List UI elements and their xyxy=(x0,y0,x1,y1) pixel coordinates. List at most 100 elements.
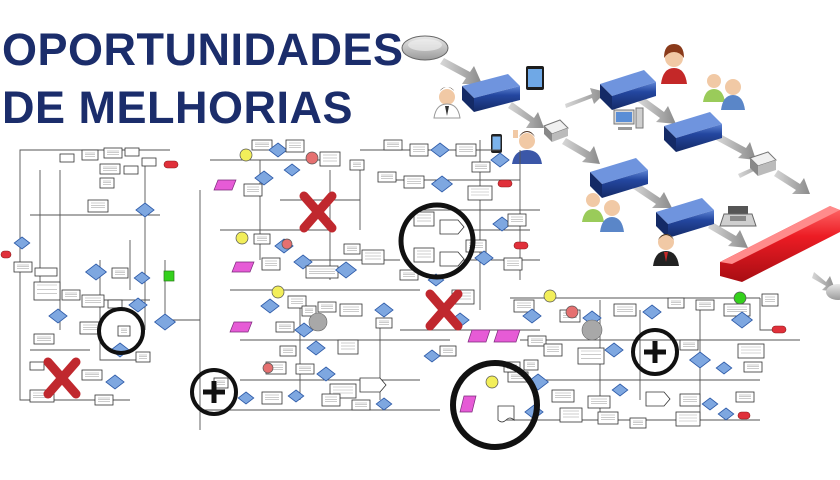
circle-mark xyxy=(398,202,476,280)
process-box xyxy=(251,139,273,151)
start-node xyxy=(543,289,557,303)
start-node xyxy=(235,231,249,245)
terminator-node xyxy=(163,160,179,169)
process-block xyxy=(462,74,520,112)
process-box xyxy=(409,143,429,157)
title-line-1: OPORTUNIDADES xyxy=(2,24,404,75)
smartphone-icon xyxy=(491,134,502,153)
people-icon xyxy=(582,193,624,232)
decision-node xyxy=(133,271,151,285)
process-box xyxy=(79,321,101,335)
process-box xyxy=(243,183,263,197)
process-box xyxy=(81,294,105,308)
process-box xyxy=(349,159,365,171)
connector-line xyxy=(19,240,130,401)
decision-node xyxy=(688,351,712,369)
process-block xyxy=(590,158,648,198)
process-box xyxy=(375,317,393,329)
io-node xyxy=(229,321,253,333)
decision-node xyxy=(128,297,148,313)
process-block xyxy=(656,198,714,238)
start-node xyxy=(271,285,285,299)
flowchart xyxy=(0,139,800,430)
decision-node xyxy=(84,263,108,281)
decision-node xyxy=(604,342,624,358)
process-box xyxy=(295,363,315,375)
plus-circle-mark xyxy=(190,368,238,416)
terminator-node xyxy=(737,411,751,420)
decision-node xyxy=(730,311,754,329)
process-block xyxy=(600,70,656,110)
decision-node xyxy=(474,250,494,266)
decision-node xyxy=(715,361,733,375)
process-box xyxy=(735,391,755,403)
end-bar xyxy=(720,206,840,282)
process-box xyxy=(761,293,779,307)
decision-node xyxy=(13,236,31,250)
process-block xyxy=(664,112,722,152)
io-node xyxy=(493,329,521,343)
decision-node xyxy=(334,261,358,279)
process-box xyxy=(33,281,61,301)
decision-node xyxy=(105,374,125,390)
offpage-node xyxy=(645,391,671,407)
process-box xyxy=(629,417,647,429)
circle-mark xyxy=(97,307,145,355)
flow-arrow xyxy=(638,96,676,124)
process-box xyxy=(399,269,419,281)
connector-circle xyxy=(308,312,328,332)
process-box xyxy=(33,333,55,345)
circle-mark xyxy=(450,360,540,450)
green-node xyxy=(163,270,175,282)
process-box xyxy=(551,389,575,403)
process-box xyxy=(543,343,563,357)
flow-arrow xyxy=(774,170,810,194)
flow-arrow xyxy=(508,102,544,128)
gray-start-icon xyxy=(401,35,449,61)
offpage-node xyxy=(439,219,465,235)
decision-node xyxy=(717,407,735,421)
process-box xyxy=(413,211,435,227)
x-mark xyxy=(425,289,463,331)
connector-line xyxy=(164,260,200,321)
process-box xyxy=(123,165,139,175)
process-box xyxy=(99,163,121,175)
process-box xyxy=(261,391,283,405)
process-box xyxy=(317,301,337,313)
decision-node xyxy=(237,391,255,405)
process-box xyxy=(613,303,637,317)
process-box xyxy=(321,393,341,407)
decision-node xyxy=(430,175,454,193)
flow-arrow xyxy=(716,134,756,160)
decision-node xyxy=(283,163,301,177)
process-box xyxy=(377,171,397,183)
process-box xyxy=(675,411,701,427)
process-box xyxy=(467,185,493,201)
decision-node xyxy=(423,349,441,363)
people-icon xyxy=(703,74,745,110)
terminator-node xyxy=(497,179,513,188)
decision-node xyxy=(293,254,313,270)
gray-step-box xyxy=(749,151,777,176)
process-box xyxy=(455,143,477,157)
process-box xyxy=(679,393,701,407)
title-line-2: DE MELHORIAS xyxy=(2,82,354,133)
process-box xyxy=(305,265,339,279)
process-box xyxy=(107,299,123,309)
process-box xyxy=(34,267,58,277)
process-box xyxy=(351,399,371,411)
offpage-node xyxy=(359,377,387,393)
markers-group xyxy=(43,191,679,450)
x-mark xyxy=(43,357,81,399)
process-box xyxy=(597,411,619,425)
process-box xyxy=(403,175,425,189)
process-box xyxy=(527,335,547,347)
decision-node xyxy=(490,152,510,168)
flow-arrow xyxy=(632,182,672,208)
process-box xyxy=(103,147,123,159)
x-mark xyxy=(299,191,337,233)
tablet-icon xyxy=(526,66,544,90)
document-node xyxy=(497,405,515,423)
process-box xyxy=(559,407,583,423)
